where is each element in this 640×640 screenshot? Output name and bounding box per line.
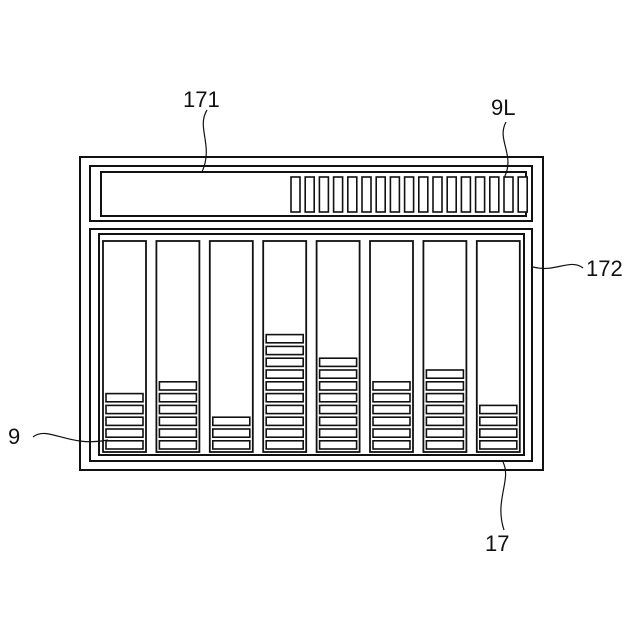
meter-segment (320, 394, 357, 402)
meter-segment (159, 429, 196, 437)
meter-segment (426, 382, 463, 390)
meter-segment (159, 405, 196, 413)
meter-segment (426, 370, 463, 378)
meter-segment (426, 405, 463, 413)
meter-segment (266, 394, 303, 402)
meter-segment (266, 441, 303, 449)
meter-segment (159, 441, 196, 449)
meter-segment (266, 370, 303, 378)
top-level-indicator (291, 177, 527, 212)
meter-segment (480, 405, 517, 413)
meter-segment (426, 417, 463, 425)
meter-segment (159, 394, 196, 402)
leader-line-17 (501, 462, 506, 530)
meter-segment (106, 429, 143, 437)
meter-segment (213, 441, 250, 449)
label-17: 17 (485, 531, 509, 556)
top-indicator-segment (319, 177, 328, 212)
label-171: 171 (183, 87, 220, 112)
meter-segment (373, 382, 410, 390)
label-172: 172 (586, 256, 623, 281)
top-indicator-segment (419, 177, 428, 212)
top-indicator-segment (490, 177, 499, 212)
meter-segment (480, 441, 517, 449)
meter-segment (213, 429, 250, 437)
top-indicator-segment (334, 177, 343, 212)
top-indicator-segment (433, 177, 442, 212)
meter-segment (426, 429, 463, 437)
meter-segment (373, 394, 410, 402)
meter-segment (159, 417, 196, 425)
top-indicator-segment (504, 177, 513, 212)
meter-segment (266, 382, 303, 390)
meter-segment (320, 405, 357, 413)
leader-line-9 (33, 433, 108, 441)
top-indicator-segment (447, 177, 456, 212)
meter-segment (480, 417, 517, 425)
meter-segment (320, 382, 357, 390)
meter-segment (106, 405, 143, 413)
top-indicator-segment (348, 177, 357, 212)
top-indicator-segment (461, 177, 470, 212)
meter-segment (266, 405, 303, 413)
meter-segment (320, 358, 357, 366)
meter-segment (373, 405, 410, 413)
meter-segment (106, 417, 143, 425)
meter-segment (266, 429, 303, 437)
meter-segment (480, 429, 517, 437)
leader-line-172 (533, 264, 583, 268)
meter-segment (266, 346, 303, 354)
meter-segment (320, 417, 357, 425)
top-indicator-segment (390, 177, 399, 212)
top-indicator-segment (376, 177, 385, 212)
leader-line-9L (503, 122, 508, 178)
meter-segment (320, 441, 357, 449)
meter-segment (426, 441, 463, 449)
top-indicator-segment (291, 177, 300, 212)
meter-segment (373, 429, 410, 437)
meter-segment (106, 441, 143, 449)
top-indicator-segment (476, 177, 485, 212)
meter-segment (159, 382, 196, 390)
meter-segment (266, 358, 303, 366)
meter-segment (213, 417, 250, 425)
label-9: 9 (8, 424, 20, 449)
meter-segment (320, 429, 357, 437)
top-indicator-segment (305, 177, 314, 212)
meter-segment (320, 370, 357, 378)
top-indicator-segment (518, 177, 527, 212)
top-indicator-segment (405, 177, 414, 212)
top-indicator-segment (362, 177, 371, 212)
meter-segment (373, 417, 410, 425)
meter-segment (373, 441, 410, 449)
label-9L: 9L (491, 95, 515, 120)
level-meters (103, 241, 520, 452)
meter-segment (266, 417, 303, 425)
meter-segment (266, 335, 303, 343)
meter-segment (426, 394, 463, 402)
meter-segment (106, 394, 143, 402)
leader-line-171 (202, 110, 207, 172)
